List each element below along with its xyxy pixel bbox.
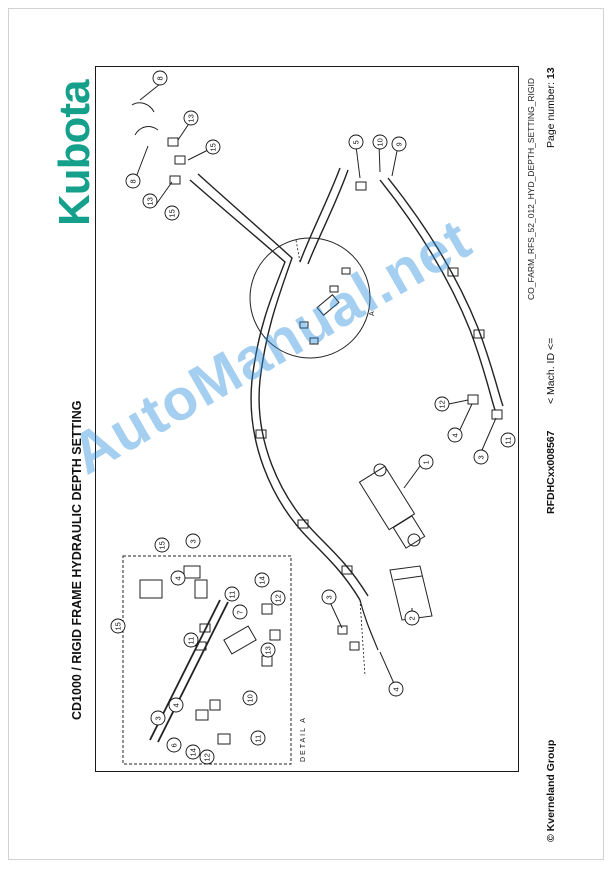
detail-label: DETAIL A [300, 716, 307, 762]
callout-label: 3 [154, 716, 163, 720]
zoom-label: A [369, 311, 376, 316]
callout-label: 9 [395, 142, 404, 146]
callout-label: 14 [258, 576, 267, 584]
callout-label: 13 [264, 646, 273, 654]
page-frame [8, 8, 604, 860]
callout-label: 4 [172, 703, 181, 707]
callout-label: 3 [477, 455, 486, 459]
callout-label: 11 [254, 735, 263, 743]
callout-label: 4 [174, 576, 183, 580]
reference-code: CO_FARM_RFS_52_012_HYD_DEPTH_SETTING_RIG… [526, 77, 536, 300]
callout-label: 12 [438, 400, 447, 408]
callout-label: 8 [156, 76, 165, 80]
callout-label: 3 [325, 595, 334, 599]
mach-id: < Mach. ID <= [545, 337, 557, 404]
callout-label: 13 [146, 197, 155, 205]
callout-label: 3 [189, 539, 198, 543]
callout-label: 8 [129, 179, 138, 183]
callout-label: 15 [209, 143, 218, 151]
callout-label: 4 [392, 687, 401, 691]
copyright: © Kverneland Group [545, 739, 557, 842]
callout-label: 10 [246, 694, 255, 702]
callout-label: 11 [504, 437, 513, 445]
callout-label: 11 [228, 591, 237, 599]
callout-label: 15 [158, 541, 167, 549]
callout-label: 15 [168, 209, 177, 217]
callout-label: 12 [274, 594, 283, 602]
callout-label: 12 [203, 753, 212, 761]
callout-label: 7 [236, 610, 245, 614]
page-number: Page number: 13 [545, 67, 557, 148]
callout-label: 6 [170, 743, 179, 747]
page-number-label: Page number: [545, 82, 557, 148]
callouts: 8 8 13 13 15 15 5 10 9 1 2 3 4 4 3 11 12… [110, 70, 516, 765]
drawing-frame [95, 66, 519, 772]
callout-label: 11 [187, 637, 196, 645]
callout-label: 1 [422, 460, 431, 464]
callout-label: 10 [376, 138, 385, 146]
callout-label: 4 [451, 433, 460, 437]
callout-label: 15 [114, 622, 123, 630]
drawing-id: RFDHCxx008567 [545, 430, 557, 514]
callout-label: 2 [408, 616, 417, 620]
page-number-value: 13 [545, 67, 557, 80]
callout-label: 14 [189, 748, 198, 756]
callout-label: 5 [352, 140, 361, 144]
callout-label: 13 [187, 114, 196, 122]
